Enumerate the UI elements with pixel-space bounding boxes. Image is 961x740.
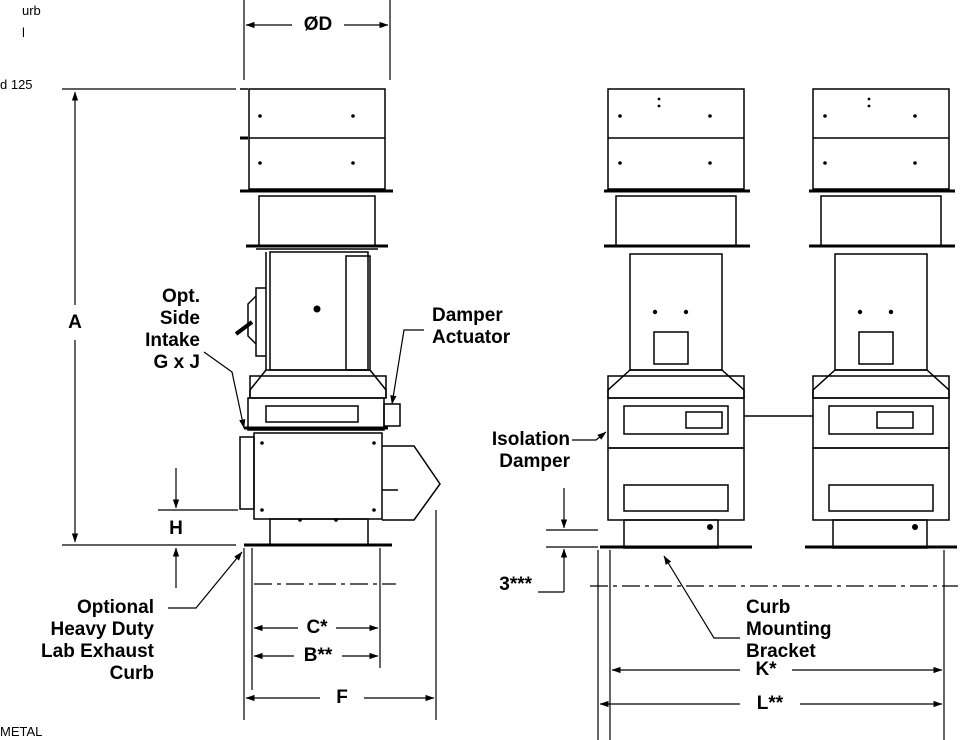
side-intake-line-4: G x J	[153, 352, 200, 373]
isolation-damper-line-1: Isolation	[491, 429, 570, 450]
dual-fan-unit-left	[600, 88, 752, 549]
optional-curb-line-1: Optional	[76, 597, 154, 618]
diameter-d-label: ØD	[303, 14, 333, 35]
curb-bracket-line-1: Curb	[746, 597, 791, 618]
dimension-a-label: A	[68, 312, 82, 333]
curb-bracket-callout: Curb Mounting Bracket	[746, 597, 856, 663]
dimension-k-label: K*	[755, 659, 777, 680]
damper-actuator-line-2: Actuator	[432, 327, 511, 348]
optional-curb-callout: Optional Heavy Duty Lab Exhaust Curb	[20, 597, 154, 685]
curb-bracket-line-3: Bracket	[746, 641, 816, 662]
dimension-f-label: F	[336, 687, 348, 708]
cropped-text-line-1: urb	[22, 3, 41, 18]
isolation-damper-callout: Isolation Damper	[440, 429, 570, 473]
damper-actuator-callout: Damper Actuator	[432, 305, 542, 349]
dimension-lines	[62, 0, 958, 740]
side-intake-line-2: Side	[159, 308, 200, 329]
side-intake-line-3: Intake	[145, 330, 200, 351]
optional-curb-line-4: Curb	[109, 663, 154, 684]
cropped-footer-text: METAL	[0, 724, 43, 739]
dimension-c-label: C*	[306, 617, 328, 638]
dimension-3-label: 3***	[499, 574, 532, 595]
dual-fan-unit-right	[805, 88, 957, 549]
dimension-b-label: B**	[303, 645, 333, 666]
dimension-l-label: L**	[756, 693, 784, 714]
damper-actuator-line-1: Damper	[432, 305, 503, 326]
cropped-text-line-2: l	[22, 25, 25, 40]
side-intake-line-1: Opt.	[162, 286, 200, 307]
leader-lines	[168, 329, 740, 639]
isolation-damper-line-2: Damper	[499, 451, 570, 472]
optional-curb-line-3: Lab Exhaust	[41, 641, 154, 662]
single-fan-unit	[234, 88, 441, 547]
side-intake-callout: Opt. Side Intake G x J	[110, 286, 200, 374]
cropped-text-line-3: d 125	[0, 77, 33, 92]
dimension-h-label: H	[169, 518, 183, 539]
optional-curb-line-2: Heavy Duty	[50, 619, 155, 640]
curb-bracket-line-2: Mounting	[746, 619, 832, 640]
